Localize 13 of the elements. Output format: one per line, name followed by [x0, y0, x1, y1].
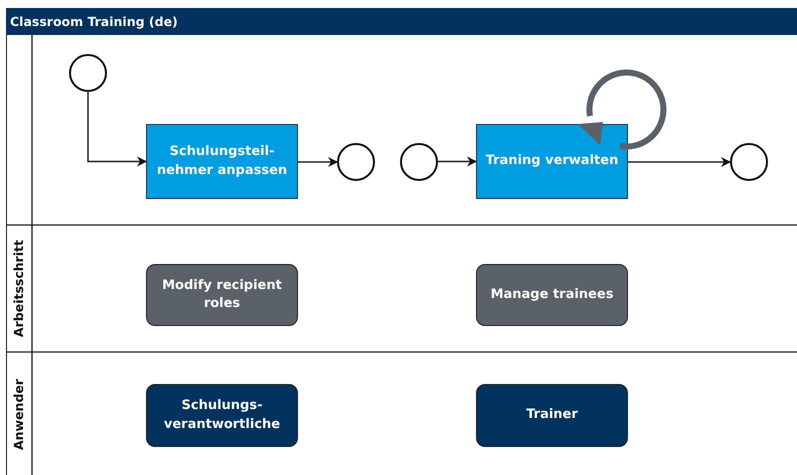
- role-box: Trainer: [476, 384, 628, 447]
- arrow: [87, 92, 147, 166]
- arrow: [628, 157, 731, 167]
- lane-label: Arbeitsschritt: [10, 239, 26, 337]
- activity-box: Modify recipient roles: [146, 264, 298, 326]
- task-box: Schulungsteil- nehmer anpassen: [146, 124, 298, 199]
- arrow: [298, 157, 338, 167]
- role-box: Schulungs- verantwortliche: [146, 384, 298, 447]
- lane-label: Anwender: [10, 378, 26, 450]
- activity-box: Manage trainees: [476, 264, 628, 326]
- pool-title: Classroom Training (de): [6, 8, 797, 35]
- task-box: Traning verwalten: [476, 124, 628, 199]
- arrow: [438, 156, 477, 166]
